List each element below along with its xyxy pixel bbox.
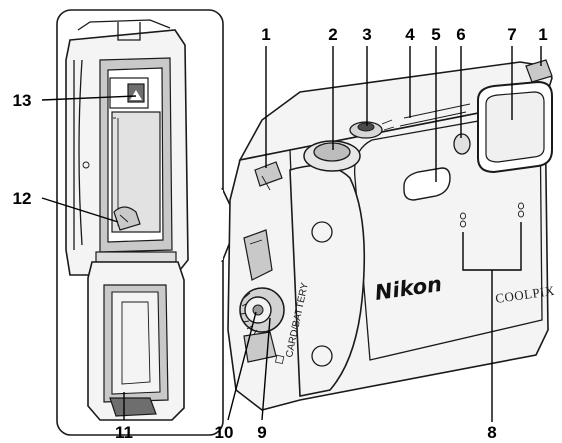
callout-13: 13 (13, 91, 32, 110)
callout-12: 12 (13, 189, 32, 208)
callout-4: 4 (405, 25, 415, 44)
callout-11: 11 (115, 423, 133, 442)
callout-1a: 1 (261, 25, 270, 44)
callout-7: 7 (507, 25, 516, 44)
cover-inner (112, 292, 160, 394)
callout-9: 9 (257, 423, 266, 442)
callout-3: 3 (362, 25, 371, 44)
callout-2: 2 (328, 25, 337, 44)
power-switch (358, 123, 374, 131)
callout-8: 8 (487, 423, 496, 442)
cover-lock-center (253, 305, 263, 315)
callout-10: 10 (215, 423, 234, 442)
callout-6: 6 (456, 25, 465, 44)
inset-pointer-mask (219, 190, 223, 260)
callout-1b: 1 (538, 25, 547, 44)
inset-panel (57, 10, 238, 435)
cover-latch (110, 398, 156, 416)
cover-hinge (96, 252, 176, 262)
camera-main: Nikon COOLPIX CARD/BATTERY (228, 60, 556, 410)
callout-5: 5 (431, 25, 440, 44)
lens-window (486, 92, 544, 162)
shutter-release-button (314, 143, 350, 161)
af-assist-lamp (454, 134, 470, 154)
cover-latch-tab (244, 332, 276, 362)
